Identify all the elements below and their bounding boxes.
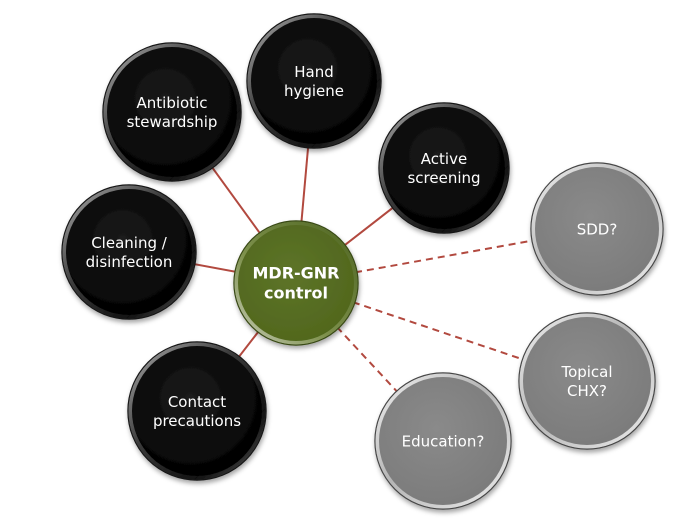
hand-hygiene-circle bbox=[246, 13, 382, 149]
sdd-circle bbox=[530, 162, 664, 296]
antibiotic-stewardship-circle bbox=[102, 42, 242, 182]
cleaning-disinfection-circle bbox=[61, 184, 197, 320]
active-screening-circle bbox=[378, 102, 510, 234]
topical-chx-circle bbox=[518, 312, 656, 450]
node-sdd: SDD? bbox=[530, 162, 664, 296]
sdd-label: SDD? bbox=[577, 220, 618, 238]
cleaning-disinfection-label: Cleaning /disinfection bbox=[86, 234, 173, 271]
education-circle bbox=[374, 372, 512, 510]
education-label: Education? bbox=[402, 432, 485, 450]
contact-precautions-circle bbox=[127, 341, 267, 481]
mdr-gnr-control-circle bbox=[233, 220, 359, 346]
node-education: Education? bbox=[374, 372, 512, 510]
node-cleaning-disinfection: Cleaning /disinfection bbox=[61, 184, 197, 320]
